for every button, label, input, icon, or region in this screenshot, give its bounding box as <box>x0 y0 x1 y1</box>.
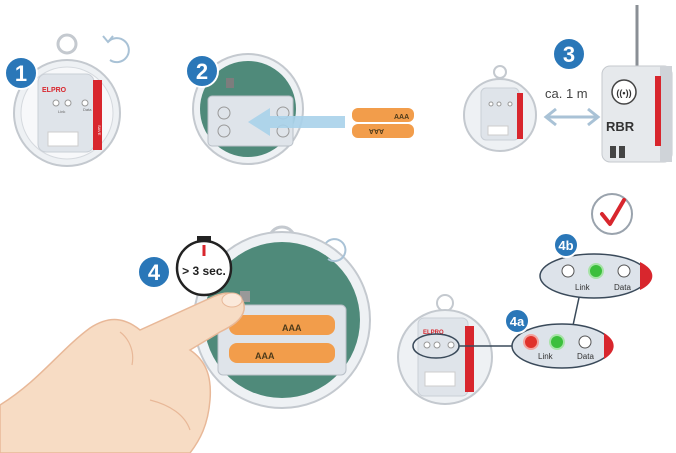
checkmark-icon <box>591 193 633 235</box>
double-arrow-icon <box>543 107 601 127</box>
step2-number: 2 <box>196 59 208 84</box>
step4-badge: 4 <box>137 255 171 289</box>
receiver-label: RBR <box>606 119 635 134</box>
led-data-4b <box>617 264 631 278</box>
battery-b-label: AAA <box>369 127 384 134</box>
led4b-data-label: Data <box>614 283 631 292</box>
distance-label: ca. 1 m <box>545 86 588 101</box>
step4-rotate-arrow-icon <box>325 238 347 263</box>
small-device-brand: ELPRO <box>423 330 444 336</box>
step4b-badge: 4b <box>553 232 579 258</box>
step1-brand: ELPRO <box>42 87 67 94</box>
step1-link-label: Link <box>58 109 65 114</box>
step3-number: 3 <box>563 42 575 67</box>
step1-number: 1 <box>15 61 27 86</box>
step1-data-label: Data <box>83 107 92 112</box>
step2-badge: 2 <box>185 54 219 88</box>
step1-side-label: SAVE <box>97 125 102 136</box>
led4a-link-label: Link <box>538 352 554 361</box>
led-green-4a <box>549 334 565 350</box>
key-icon <box>240 291 250 302</box>
receiver-rbr: ((•)) RBR <box>601 5 673 163</box>
timer-text: > 3 sec. <box>182 264 226 278</box>
wireless-icon: ((•)) <box>616 88 631 98</box>
step1-device: ELPRO Link Data SAVE <box>13 33 121 167</box>
step3-badge: 3 <box>552 37 586 71</box>
step4-small-device: ELPRO <box>397 294 493 405</box>
hand-illustration <box>0 292 245 453</box>
insert-arrow-icon <box>248 108 345 136</box>
stopwatch-icon: > 3 sec. <box>175 236 233 297</box>
step1-badge: 1 <box>4 56 38 90</box>
led-red-4a <box>523 334 539 350</box>
rotate-arrow-icon <box>107 37 130 64</box>
step4a-badge: 4a <box>504 308 530 334</box>
led-data-4a <box>578 335 592 349</box>
led-green-4b <box>588 263 604 279</box>
step2-device <box>192 53 304 165</box>
step4-battery-b-label: AAA <box>255 351 275 361</box>
step4-device: AAA AAA <box>193 225 371 409</box>
led-white-4b <box>561 264 575 278</box>
led4a-data-label: Data <box>577 352 594 361</box>
rotate-arrowhead-icon <box>102 35 114 44</box>
step4-battery-a-label: AAA <box>282 323 302 333</box>
step2-batteries: AAA AAA <box>352 108 414 138</box>
led-bubble-4a: Link Data <box>511 323 614 369</box>
battery-a-label: AAA <box>394 114 409 121</box>
step4b-number: 4b <box>558 238 573 253</box>
led4b-link-label: Link <box>575 283 591 292</box>
led-bubble-4b: Link Data <box>539 253 653 299</box>
step3-device <box>463 65 537 152</box>
step4a-number: 4a <box>510 314 525 329</box>
step4-number: 4 <box>148 260 161 285</box>
